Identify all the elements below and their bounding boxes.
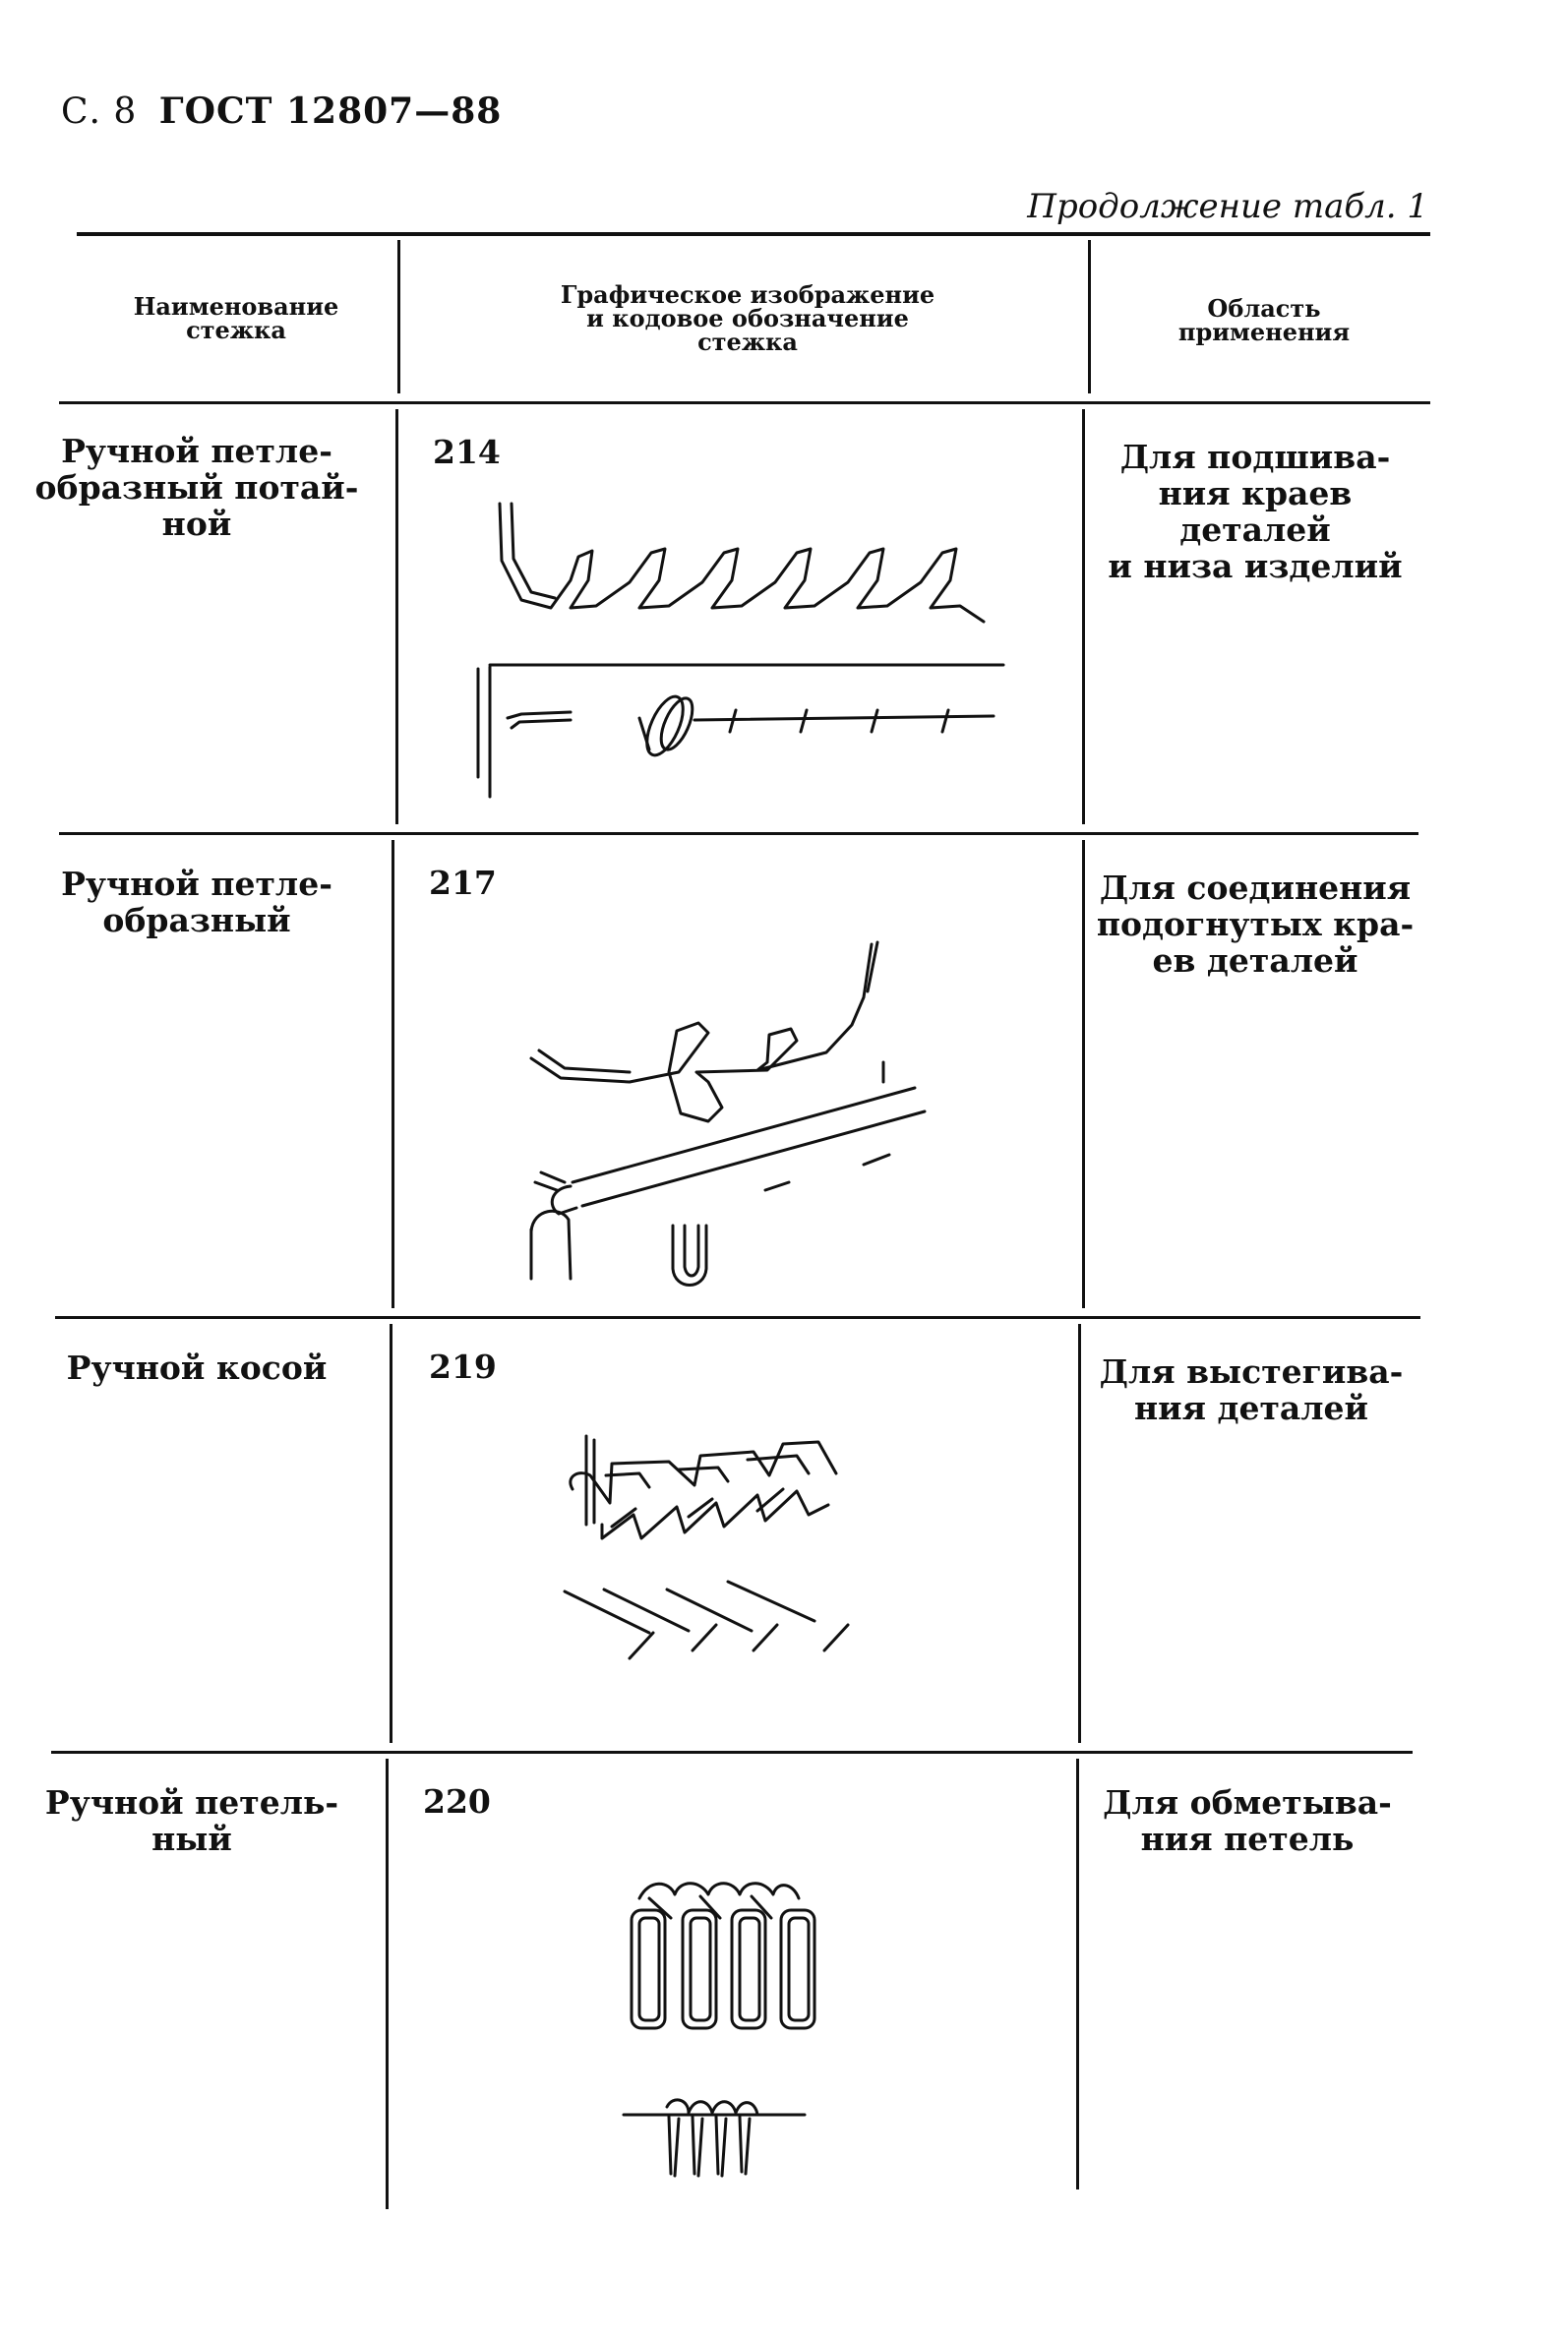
col-divider-left-header [397, 240, 400, 393]
col-divider-left-r1 [395, 409, 398, 824]
stitch-214-drawing [476, 502, 1005, 799]
row-1-stitch-name: Ручной петле- образный потай- ной [34, 432, 359, 543]
column-header-name: Наименование стежка [133, 292, 339, 344]
col-divider-right-r3 [1078, 1324, 1081, 1743]
row-3-stitch-name: Ручной косой [66, 1349, 328, 1387]
row-2-stitch-name: Ручной петле- образный [61, 865, 332, 939]
row-divider-3 [51, 1751, 1413, 1754]
row-4-stitch-code: 220 [423, 1782, 491, 1821]
col-divider-left-r2 [392, 840, 394, 1308]
header-bottom-rule [59, 401, 1430, 404]
standard-number: ГОСТ 12807—88 [158, 90, 503, 132]
row-2-stitch-code: 217 [429, 864, 497, 902]
col-divider-right-r1 [1082, 409, 1085, 824]
page-header: С. 8 ГОСТ 12807—88 [61, 90, 502, 132]
row-3-application-area: Для выстегива- ния деталей [1099, 1352, 1404, 1427]
row-3-stitch-code: 219 [429, 1348, 497, 1386]
stitch-220-drawing [622, 1882, 816, 2178]
col-divider-right-header [1088, 240, 1091, 393]
col-divider-left-r4 [386, 1759, 389, 2209]
row-divider-1 [59, 832, 1418, 835]
stitch-219-drawing [563, 1434, 850, 1660]
page-number: С. 8 [61, 91, 138, 132]
column-header-graphic: Графическое изображение и кодовое обозна… [560, 280, 935, 356]
row-divider-2 [55, 1316, 1420, 1319]
row-1-stitch-code: 214 [433, 433, 501, 471]
table-top-rule [77, 232, 1430, 236]
row-1-application-area: Для подшива- ния краев деталей и низа из… [1108, 438, 1403, 585]
row-2-application-area: Для соединения подогнутых кра- ев детале… [1096, 869, 1415, 980]
table-continuation-label: Продолжение табл. 1 [1027, 187, 1428, 226]
row-4-application-area: Для обметыва- ния петель [1103, 1783, 1392, 1858]
row-4-stitch-name: Ручной петель- ный [44, 1783, 339, 1858]
col-divider-left-r3 [390, 1324, 392, 1743]
col-divider-right-r4 [1076, 1759, 1079, 2189]
col-divider-right-r2 [1082, 840, 1085, 1308]
stitch-217-drawing [529, 940, 927, 1287]
column-header-area: Область применения [1177, 294, 1351, 346]
